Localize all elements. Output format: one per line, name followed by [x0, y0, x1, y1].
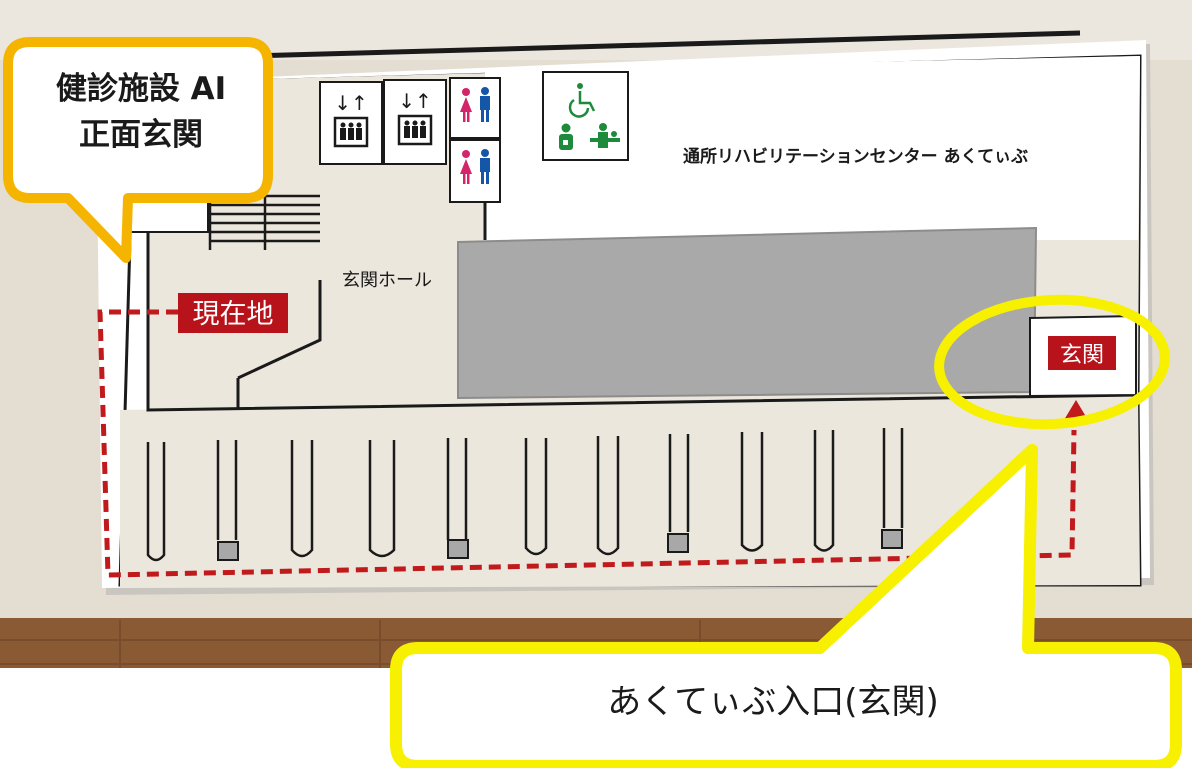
ostomate-icon — [559, 123, 573, 150]
yellow-callout — [390, 444, 1182, 768]
current-location-label: 現在地 — [193, 299, 274, 330]
bottom-callout-text: あくてぃぶ入口(玄関) — [607, 682, 939, 722]
parking-stalls — [146, 428, 904, 562]
entrance-highlight-ring — [934, 294, 1170, 430]
restroom-icon — [460, 149, 490, 184]
entrance-hall-label: 玄関ホール — [342, 270, 432, 291]
elevator-icon: ↓↑ — [398, 89, 432, 113]
restroom-box-2 — [449, 139, 501, 203]
top-left-callout-text: 健診施設 AI 正面玄関 — [28, 66, 254, 158]
elevator-box-2: ↓↑ — [383, 79, 447, 165]
orange-callout — [3, 37, 273, 263]
facility-name-label: 通所リハビリテーションセンター あくてぃぶ — [683, 147, 1028, 167]
callout-line-2: 正面玄関 — [79, 117, 203, 153]
accessible-restroom-box — [542, 71, 629, 161]
route-arrow — [1064, 400, 1088, 420]
baby-changing-icon — [590, 123, 620, 148]
parking-wheel-stops — [217, 529, 903, 561]
current-location-badge — [178, 293, 288, 333]
elevator-box-1: ↓↑ — [319, 81, 383, 165]
callout-line-1: 健診施設 AI — [55, 71, 227, 107]
restroom-icon — [460, 87, 490, 122]
entrance-badge — [1048, 336, 1116, 370]
restroom-box-1 — [449, 77, 501, 139]
wheelchair-icon — [568, 83, 596, 118]
entrance-label: 玄関 — [1060, 343, 1104, 368]
elevator-icon: ↓↑ — [334, 91, 368, 115]
rehab-room-block — [457, 226, 1038, 400]
